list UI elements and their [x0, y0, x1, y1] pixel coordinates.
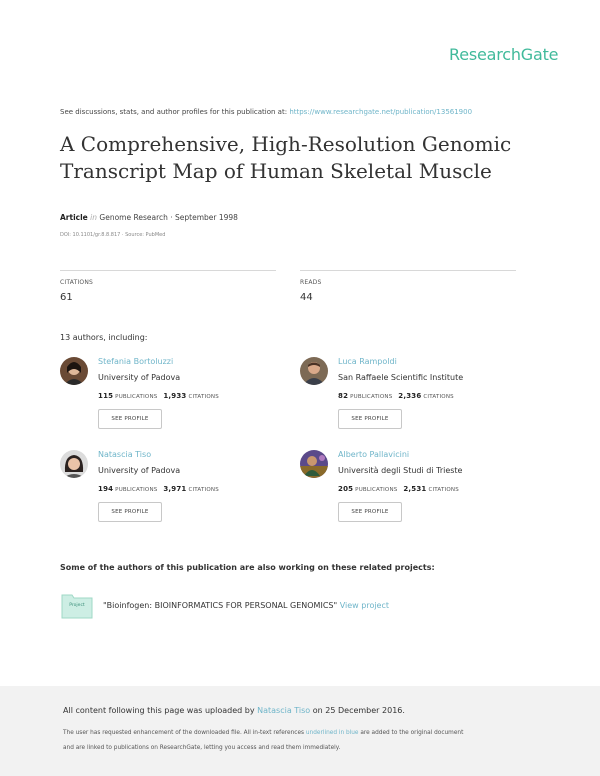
- citation-count: 2,531: [403, 485, 427, 493]
- upload-note: All content following this page was uplo…: [63, 706, 405, 715]
- see-profile-button[interactable]: SEE PROFILE: [98, 502, 162, 522]
- see-profile-button[interactable]: SEE PROFILE: [98, 409, 162, 429]
- author-stats: 82 PUBLICATIONS 2,336 CITATIONS: [338, 392, 454, 400]
- author-name-link[interactable]: Stefania Bortoluzzi: [98, 357, 174, 366]
- avatar[interactable]: [60, 357, 88, 385]
- author-name-link[interactable]: Alberto Pallavicini: [338, 450, 410, 459]
- author-stats: 115 PUBLICATIONS 1,933 CITATIONS: [98, 392, 219, 400]
- project-item: "Bioinfogen: BIOINFORMATICS FOR PERSONAL…: [103, 601, 389, 610]
- discussion-text: See discussions, stats, and author profi…: [60, 108, 288, 116]
- avatar[interactable]: [60, 450, 88, 478]
- publication-count: 205: [338, 485, 354, 493]
- view-project-link[interactable]: View project: [339, 601, 390, 610]
- citation-count: 1,933: [163, 392, 187, 400]
- avatar[interactable]: [300, 450, 328, 478]
- paper-doi: DOI: 10.1101/gr.8.8.817 · Source: PubMed: [60, 232, 166, 238]
- discussion-note: See discussions, stats, and author profi…: [60, 108, 472, 116]
- reads-count: 44: [300, 292, 313, 303]
- project-icon-label: Project: [69, 603, 85, 608]
- upload-suffix: on 25 December 2016.: [312, 706, 405, 715]
- author-name-link[interactable]: Luca Rampoldi: [338, 357, 397, 366]
- authors-heading: 13 authors, including:: [60, 333, 148, 342]
- paper-title-line-2: Transcript Map of Human Skeletal Muscle: [60, 159, 492, 183]
- publications-label: PUBLICATIONS: [355, 487, 398, 493]
- note-prefix: The user has requested enhancement of th…: [63, 730, 305, 736]
- underlined-in-blue-text: underlined in blue: [305, 730, 359, 736]
- citations-label: CITATIONS: [428, 487, 459, 493]
- author-institution: Università degli Studi di Trieste: [338, 466, 463, 475]
- author-card: Alberto Pallavicini Università degli Stu…: [300, 450, 530, 530]
- author-institution: University of Padova: [98, 466, 181, 475]
- see-profile-button[interactable]: SEE PROFILE: [338, 502, 402, 522]
- note-suffix: are added to the original document: [360, 730, 464, 736]
- upload-prefix: All content following this page was uplo…: [63, 706, 255, 715]
- publications-label: PUBLICATIONS: [115, 487, 158, 493]
- author-name-link[interactable]: Natascia Tiso: [98, 450, 152, 459]
- enhancement-note: The user has requested enhancement of th…: [63, 730, 463, 736]
- project-title: "Bioinfogen: BIOINFORMATICS FOR PERSONAL…: [103, 601, 338, 610]
- author-card: Natascia Tiso University of Padova 194 P…: [60, 450, 290, 530]
- publications-label: PUBLICATIONS: [350, 394, 393, 400]
- citations-label: CITATIONS: [423, 394, 454, 400]
- author-institution: University of Padova: [98, 373, 181, 382]
- citation-count: 2,336: [398, 392, 422, 400]
- author-card: Stefania Bortoluzzi University of Padova…: [60, 357, 290, 437]
- paper-kind: Article: [60, 213, 88, 222]
- paper-title-line-1: A Comprehensive, High-Resolution Genomic: [60, 132, 512, 156]
- paper-venue: Genome Research · September 1998: [99, 213, 238, 222]
- citations-label: CITATIONS: [60, 279, 94, 286]
- see-profile-button[interactable]: SEE PROFILE: [338, 409, 402, 429]
- publications-label: PUBLICATIONS: [115, 394, 158, 400]
- researchgate-logo[interactable]: ResearchGate: [449, 45, 559, 64]
- reads-label: READS: [300, 279, 322, 286]
- projects-heading: Some of the authors of this publication …: [60, 563, 435, 572]
- author-stats: 194 PUBLICATIONS 3,971 CITATIONS: [98, 485, 219, 493]
- reads-divider: [300, 270, 516, 271]
- footer: [0, 686, 600, 776]
- avatar[interactable]: [300, 357, 328, 385]
- publication-url-link[interactable]: https://www.researchgate.net/publication…: [289, 108, 473, 116]
- citations-divider: [60, 270, 276, 271]
- project-icon: Project: [61, 591, 93, 619]
- enhancement-note-line-2: and are linked to publications on Resear…: [63, 745, 341, 751]
- paper-in: in: [90, 213, 97, 222]
- publication-count: 194: [98, 485, 114, 493]
- author-card: Luca Rampoldi San Raffaele Scientific In…: [300, 357, 530, 437]
- paper-title: A Comprehensive, High-Resolution Genomic…: [60, 131, 560, 185]
- paper-meta: Article in Genome Research · September 1…: [60, 213, 238, 222]
- publication-count: 82: [338, 392, 349, 400]
- citations-count: 61: [60, 292, 73, 303]
- uploader-link[interactable]: Natascia Tiso: [257, 706, 311, 715]
- author-institution: San Raffaele Scientific Institute: [338, 373, 464, 382]
- publication-count: 115: [98, 392, 114, 400]
- citations-label: CITATIONS: [188, 487, 219, 493]
- citations-label: CITATIONS: [188, 394, 219, 400]
- author-stats: 205 PUBLICATIONS 2,531 CITATIONS: [338, 485, 459, 493]
- citation-count: 3,971: [163, 485, 187, 493]
